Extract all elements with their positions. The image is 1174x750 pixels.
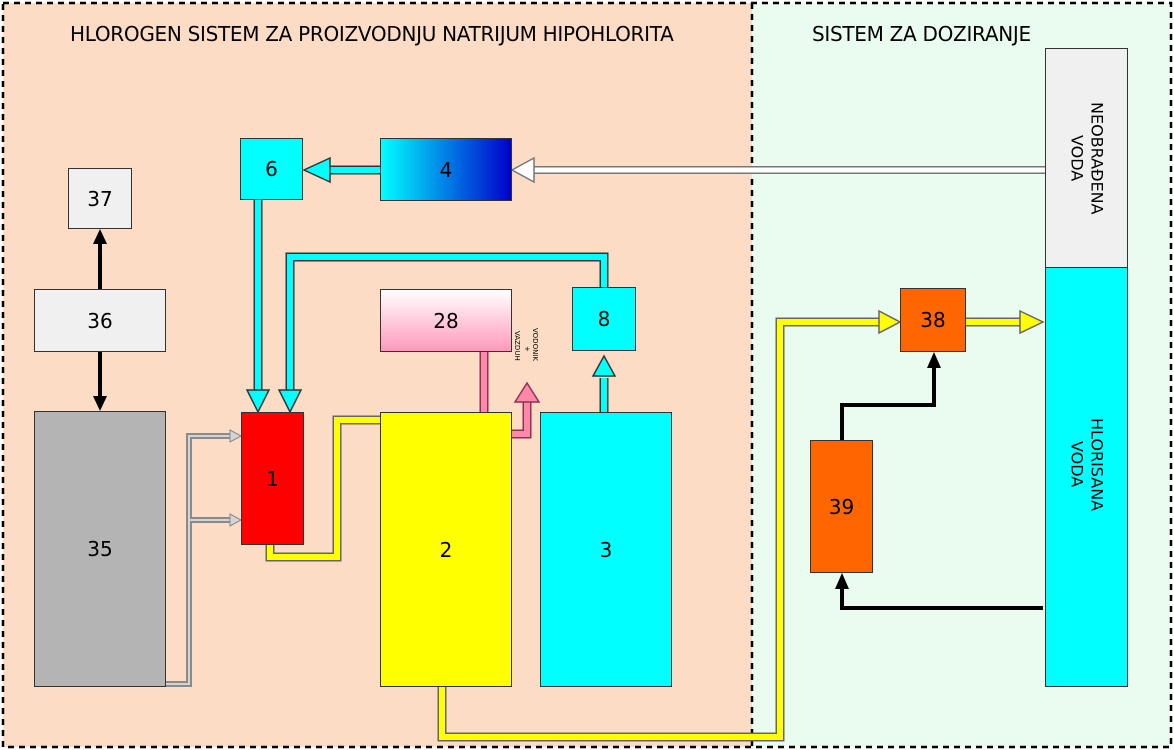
arrow-into-39 xyxy=(835,573,849,589)
unit-36: 36 xyxy=(34,289,166,352)
arrow-into-38 xyxy=(878,309,902,335)
arrow-into-4 xyxy=(510,156,535,184)
unit-35: 35 xyxy=(34,411,166,687)
unit-2: 2 xyxy=(380,412,512,687)
raw-water-label: NEOBRAĐENA VODA xyxy=(1067,101,1107,215)
pipe-35-to-1-inner xyxy=(166,435,230,685)
arrow-into-37 xyxy=(93,229,107,244)
treated-water-label: HLORISANA VODA xyxy=(1067,418,1107,512)
unit-6: 6 xyxy=(240,138,303,200)
yellow-pipe xyxy=(267,319,1020,740)
arrow-into-35 xyxy=(93,396,107,411)
unit-1: 1 xyxy=(241,412,304,545)
hydrogen-label: VODONIK xyxy=(531,328,539,361)
production-system-title: HLOROGEN SISTEM ZA PROIZVODNJU NATRIJUM … xyxy=(70,22,674,46)
unit-8: 8 xyxy=(572,287,636,351)
raw-water-column: NEOBRAĐENA VODA xyxy=(1045,48,1128,268)
unit-28: 28 xyxy=(380,289,512,352)
dosing-system-title: SISTEM ZA DOZIRANJE xyxy=(812,22,1031,46)
arrow-gas-out xyxy=(513,381,541,403)
arrow-39-into-38 xyxy=(927,352,941,368)
unit-3: 3 xyxy=(540,412,672,687)
arrow-6-into-1 xyxy=(245,389,271,414)
cyan-pipe xyxy=(255,167,607,412)
arrow-into-1-top xyxy=(229,429,243,443)
arrow-into-1-bottom xyxy=(229,513,243,527)
unit-39: 39 xyxy=(810,440,873,573)
arrow-into-column xyxy=(1019,309,1045,335)
treated-water-column: HLORISANA VODA xyxy=(1045,267,1128,687)
arrow-into-6 xyxy=(302,156,331,184)
arrow-8-into-1 xyxy=(277,389,303,414)
arrow-3-into-8 xyxy=(591,354,617,377)
air-label: VAZDUH xyxy=(513,331,521,361)
plus-label: + xyxy=(523,346,531,352)
unit-38: 38 xyxy=(900,288,966,352)
unit-4: 4 xyxy=(380,138,512,201)
unit-37: 37 xyxy=(68,168,132,229)
